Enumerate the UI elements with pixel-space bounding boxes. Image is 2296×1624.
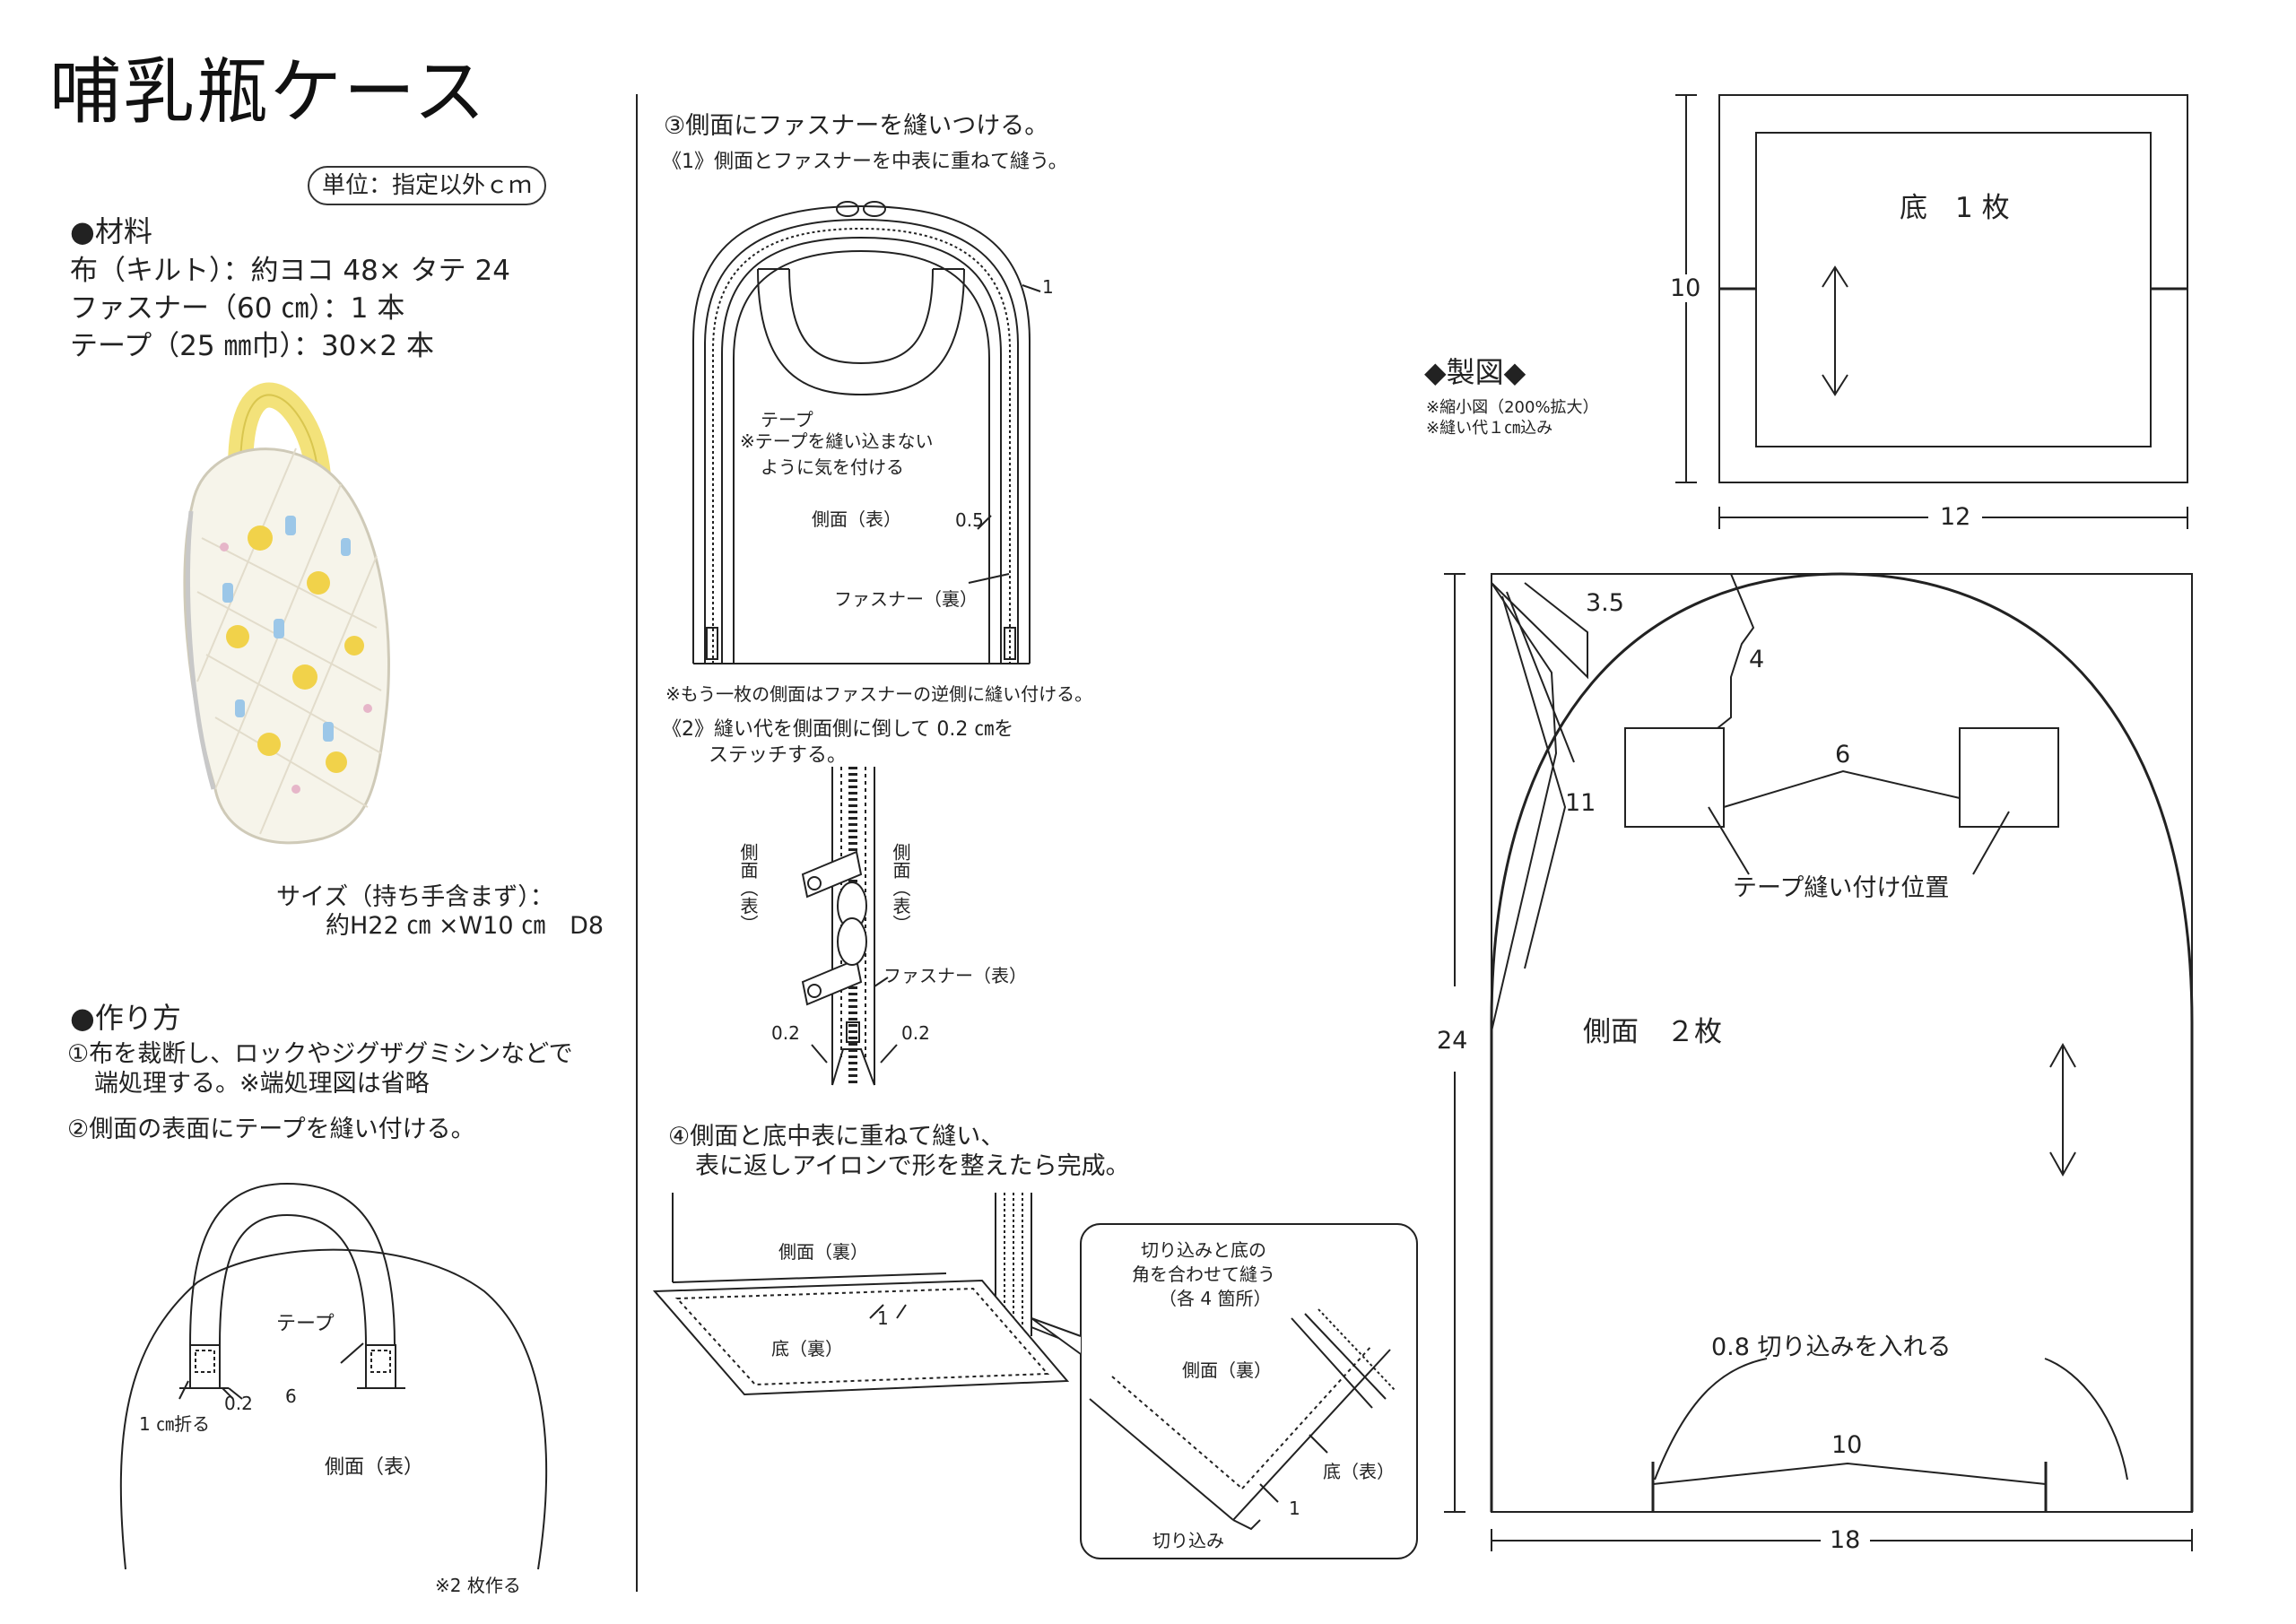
pattern-note1: ※縮小図（200%拡大） [1426,398,1599,417]
step3-1-label: 1 [1042,276,1054,298]
side-4-label: 4 [1749,646,1765,673]
step3-side-right: 側面（表） [890,843,911,933]
step4-detail3: （各 4 箇所） [1159,1288,1272,1309]
step4-detail2: 角を合わせて縫う [1132,1264,1275,1285]
step2-fold-label: 1 ㎝折る [139,1413,211,1435]
step4-detail-1: 1 [1289,1498,1300,1519]
side-6-label: 6 [1835,741,1851,769]
side-11-label: 11 [1565,789,1596,817]
step4-bottom-back: 底（裏） [771,1338,843,1359]
step3-sub2-line2: ステッチする。 [709,744,848,767]
step4-detail-bottom: 底（表） [1323,1461,1395,1482]
step4-detail-side: 側面（裏） [1182,1359,1272,1381]
pattern-heading: ◆製図◆ [1424,355,1526,389]
step3-sub1: 《1》側面とファスナーを中表に重ねて縫う。 [662,151,1068,173]
materials-heading: ●材料 [70,214,152,248]
step2-tape-label: テープ [276,1313,335,1335]
step3-drawing-1 [692,201,1041,664]
step3-tape-label: テープ [761,409,813,430]
step3-02-left: 0.2 [771,1022,800,1044]
step3-side-left: 側面（表） [737,843,759,933]
side-10-label: 10 [1831,1431,1863,1459]
bottom-piece-label: 底 1 枚 [1900,192,2010,224]
step4-drawing [652,1193,1418,1559]
step4-line2: 表に返しアイロンで形を整えたら完成。 [695,1152,1130,1180]
tape-position-label: テープ縫い付け位置 [1733,874,1950,902]
material-item: 布（キルト）：約ヨコ 48× タテ 24 [70,255,510,287]
unit-note: 単位：指定以外ｃｍ [308,166,546,205]
step1-line2: 端処理する。※端処理図は省略 [94,1070,430,1098]
step4-detail1: 切り込みと底の [1141,1239,1266,1261]
step3-heading: ③側面にファスナーを縫いつける。 [664,112,1049,140]
step4-line1: ④側面と底中表に重ねて縫い、 [668,1123,1005,1151]
step3-side-label: 側面（表） [812,508,901,530]
size-value: 約H22 ㎝ ×W10 ㎝ D8 [326,912,604,940]
step3-caution2: ように気を付ける [761,456,904,478]
step3-05-label: 0.5 [955,509,984,531]
step4-detail-cut: 切り込み [1152,1530,1224,1551]
pattern-note2: ※縫い代１㎝込み [1426,419,1553,438]
pattern-side [1444,572,2194,1551]
step3-zipper-front: ファスナー（表） [883,965,1027,986]
step4-side-back: 側面（裏） [778,1241,868,1263]
product-photo [183,382,390,845]
step3-zipper-back: ファスナー（裏） [834,588,978,610]
step3-02-right: 0.2 [901,1022,930,1044]
step1-line1: ①布を裁断し、ロックやジグザグミシンなどで [67,1040,573,1068]
step3-sub2-line1: 《2》縫い代を側面側に倒して 0.2 ㎝を [662,718,1014,741]
step2-drawing [119,1182,548,1570]
bottom-width: 12 [1940,503,1971,531]
step3-caution1: ※テープを縫い込まない [740,430,934,452]
method-heading: ●作り方 [70,1001,181,1035]
pattern-bottom [1675,94,2188,529]
step2-side-label: 側面（表） [325,1456,424,1479]
page-title: 哺乳瓶ケース [49,50,487,134]
step3-note: ※もう一枚の側面はファスナーの逆側に縫い付ける。 [665,683,1093,705]
side-35-label: 3.5 [1586,589,1624,617]
size-label: サイズ（持ち手含まず）： [276,883,554,911]
step2-6-label: 6 [285,1385,297,1407]
side-height: 24 [1437,1027,1468,1055]
step3-drawing-2 [801,767,898,1086]
notch-label: 0.8 切り込みを入れる [1711,1333,1952,1361]
bottom-height: 10 [1670,274,1701,302]
material-item: テープ（25 ㎜巾）：30×2 本 [70,330,434,362]
step2-text: ②側面の表面にテープを縫い付ける。 [67,1116,475,1143]
step2-note: ※2 枚作る [435,1575,521,1596]
side-width: 18 [1830,1526,1861,1554]
side-piece-label: 側面 ２枚 [1583,1016,1722,1048]
material-item: ファスナー（60 ㎝）：1 本 [70,292,405,325]
step2-02-label: 0.2 [224,1393,253,1414]
step4-1-label: 1 [877,1307,889,1329]
